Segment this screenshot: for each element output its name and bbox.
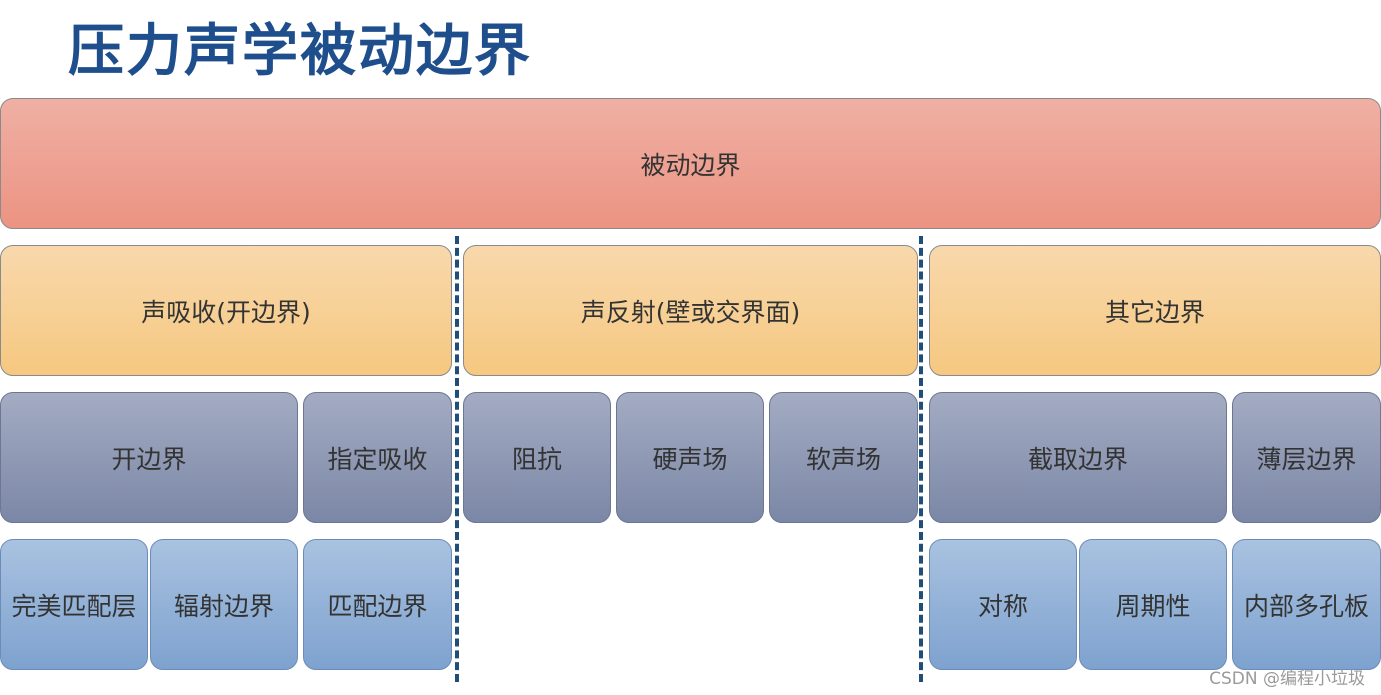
- node-periodic: 周期性: [1079, 539, 1227, 670]
- node-interior-perforated-plate: 内部多孔板: [1232, 539, 1381, 670]
- node-sound-reflection: 声反射(壁或交界面): [463, 245, 918, 376]
- node-specified-absorption: 指定吸收: [303, 392, 452, 523]
- node-open-boundary: 开边界: [0, 392, 298, 523]
- node-thin-layer-boundary: 薄层边界: [1232, 392, 1381, 523]
- node-sound-hard: 硬声场: [616, 392, 764, 523]
- node-other-boundaries: 其它边界: [929, 245, 1381, 376]
- node-symmetry: 对称: [929, 539, 1077, 670]
- node-sound-absorption: 声吸收(开边界): [0, 245, 452, 376]
- node-radiation-boundary: 辐射边界: [150, 539, 298, 670]
- node-impedance: 阻抗: [463, 392, 611, 523]
- node-perfectly-matched-layer: 完美匹配层: [0, 539, 148, 670]
- watermark: CSDN @编程小垃圾: [1209, 669, 1365, 689]
- node-truncated-boundary: 截取边界: [929, 392, 1227, 523]
- column-divider-2: [919, 236, 923, 682]
- node-sound-soft: 软声场: [769, 392, 918, 523]
- column-divider-1: [455, 236, 459, 682]
- page-title: 压力声学被动边界: [68, 19, 532, 84]
- node-passive-boundary: 被动边界: [0, 98, 1381, 229]
- node-matched-boundary: 匹配边界: [303, 539, 452, 670]
